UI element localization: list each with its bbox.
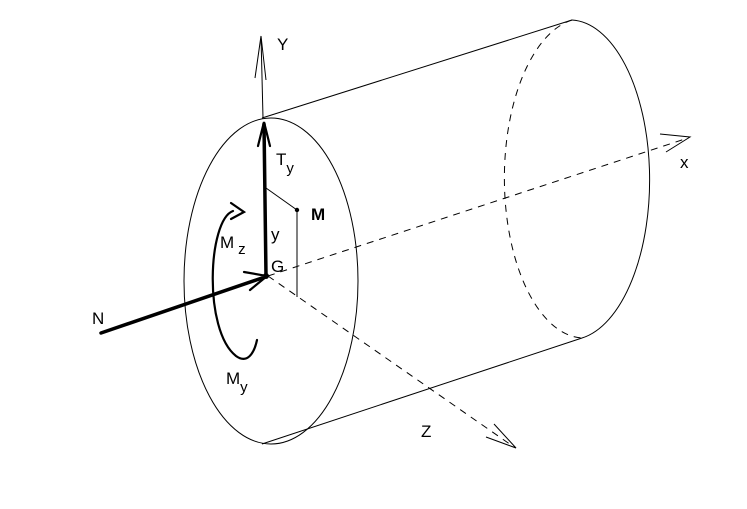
centroid-label: G: [271, 257, 284, 276]
shear-force-label: Ty: [276, 150, 294, 177]
back-face-hidden-arc: [503, 19, 583, 339]
x-axis-line: [267, 137, 689, 277]
front-face-ellipse: [183, 117, 359, 445]
moment-y-label-sub: y: [240, 379, 248, 396]
point-m-dot: [294, 207, 300, 213]
back-face-visible-arc: [571, 19, 651, 339]
normal-force-arrowhead: [242, 270, 270, 292]
y-axis-label: Y: [277, 35, 288, 54]
y-axis-line: [260, 35, 264, 119]
shear-force-label-main: T: [276, 150, 286, 169]
point-m-label: M: [311, 205, 325, 224]
cylinder-bottom-edge: [261, 337, 583, 445]
moment-y-label: My: [226, 369, 248, 396]
normal-force-label: N: [92, 309, 104, 328]
moment-z-label-sub: z: [238, 241, 246, 258]
y-axis-arrowhead: [254, 35, 267, 81]
z-axis-line: [267, 275, 515, 448]
point-m-diagonal-line: [265, 187, 298, 211]
moment-z-label-main: M: [220, 233, 234, 252]
x-axis-arrowhead: [659, 133, 692, 153]
shear-force-arrow-shaft: [262, 122, 268, 278]
shear-force-arrowhead: [256, 121, 272, 148]
ordinate-label: y: [271, 225, 280, 244]
shear-force-label-sub: y: [286, 160, 294, 177]
bending-moment-arrowhead-top: [229, 201, 247, 221]
z-axis-arrowhead: [485, 423, 517, 449]
cylinder-top-edge: [261, 19, 573, 119]
z-axis-label: Z: [421, 422, 431, 441]
moment-y-label-main: M: [226, 369, 240, 388]
bending-moment-curve: [211, 209, 259, 360]
normal-force-arrow-shaft: [99, 276, 264, 335]
x-axis-label: x: [680, 153, 689, 172]
